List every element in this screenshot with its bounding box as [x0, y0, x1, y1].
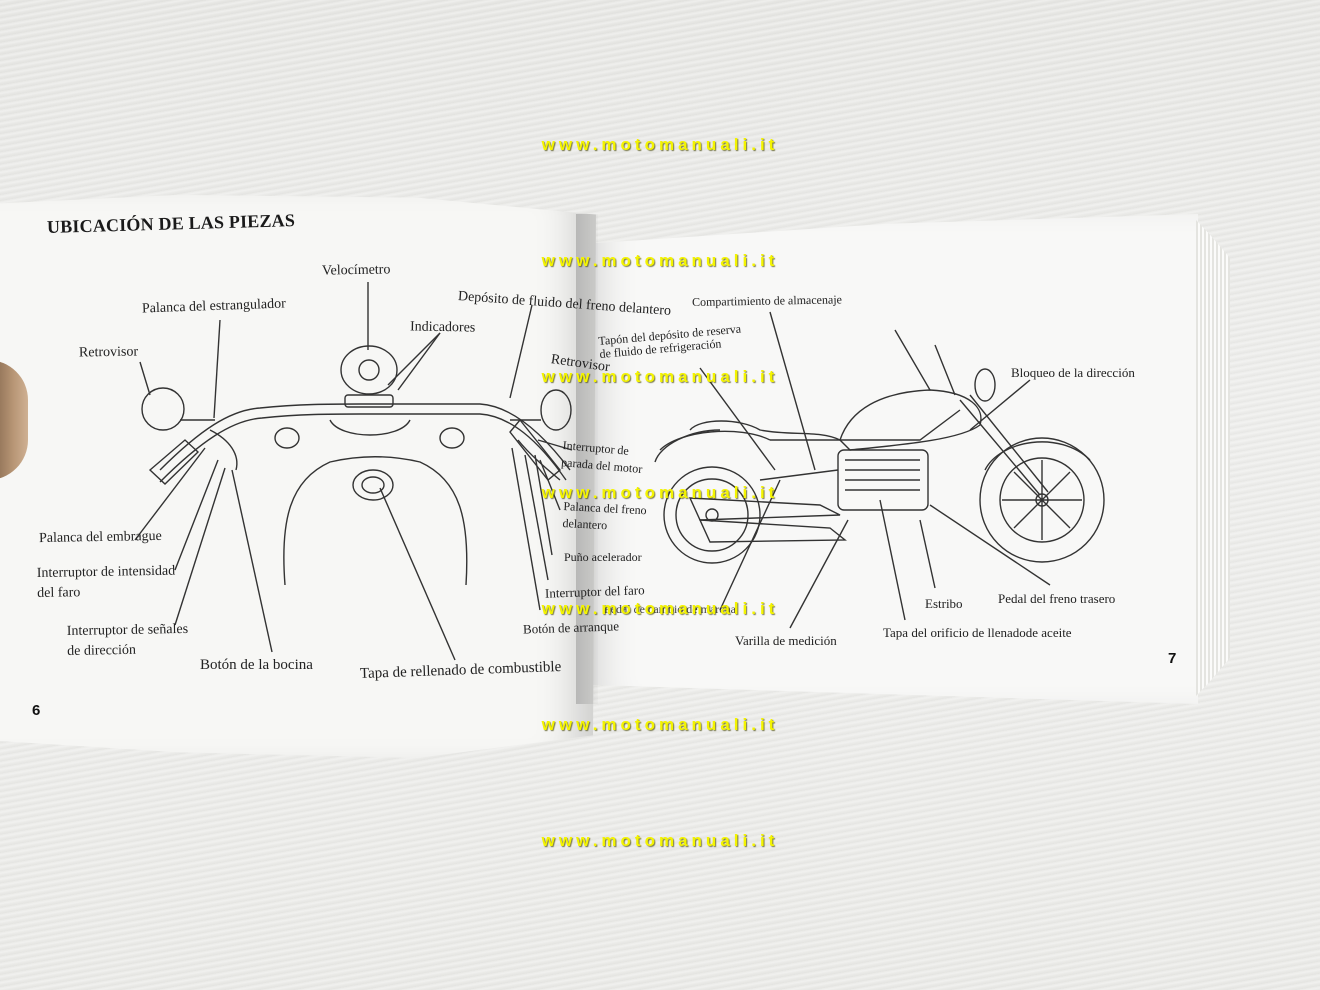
- motorcycle-illustration: [654, 311, 1105, 629]
- label-start-button: Botón de arranque: [522, 618, 620, 637]
- label-steering-lock: Bloqueo de la dirección: [1011, 365, 1135, 380]
- label-mirror-left: Retrovisor: [78, 344, 139, 361]
- label-rear-brake-pedal: Pedal del freno trasero: [998, 591, 1116, 606]
- watermark-2: www.motomanuali.it: [541, 251, 779, 270]
- watermark-4: www.motomanuali.it: [541, 483, 779, 502]
- page-number-right: 7: [1168, 650, 1177, 667]
- watermark-5: www.motomanuali.it: [541, 599, 779, 618]
- left-page: [0, 194, 596, 758]
- label-dimmer-switch-line1: Interruptor de intensidad: [36, 563, 176, 582]
- label-turn-signal-switch-line2: de dirección: [67, 642, 137, 659]
- label-front-brake-lever: Palanca del freno delantero: [562, 498, 647, 536]
- label-throttle-grip: Puño acelerador: [564, 550, 642, 564]
- right-page: [578, 214, 1198, 704]
- book-gutter: [576, 214, 598, 704]
- handlebar-illustration: [134, 282, 573, 661]
- label-dimmer-switch: Interruptor de intensidad del faro: [37, 562, 176, 604]
- label-oil-filler-cap: Tapa del orificio de llenadode aceite: [883, 625, 1072, 640]
- page-number-left: 6: [32, 702, 41, 719]
- label-turn-signal-switch: Interruptor de señales de dirección: [67, 620, 189, 661]
- label-dipstick: Varilla de medición: [735, 633, 837, 648]
- label-turn-signal-switch-line1: Interruptor de señales: [66, 621, 189, 640]
- watermark-3: www.motomanuali.it: [541, 367, 779, 386]
- watermark-6: www.motomanuali.it: [541, 715, 779, 734]
- label-clutch-lever: Palanca del embrague: [38, 528, 162, 547]
- watermark-1: www.motomanuali.it: [541, 135, 779, 154]
- label-storage-compartment: Compartimiento de almacenaje: [691, 292, 843, 309]
- page-stack-edge: [1196, 220, 1230, 696]
- label-gearshift-pedal: Pedal de cambio de marcha: [604, 602, 736, 616]
- watermark-7: www.motomanuali.it: [541, 831, 779, 850]
- label-horn-button: Botón de la bocina: [200, 657, 313, 673]
- label-footpeg: Estribo: [925, 596, 963, 611]
- label-indicators: Indicadores: [409, 319, 476, 336]
- label-engine-stop-switch: Interruptor de parada del motor: [561, 437, 645, 478]
